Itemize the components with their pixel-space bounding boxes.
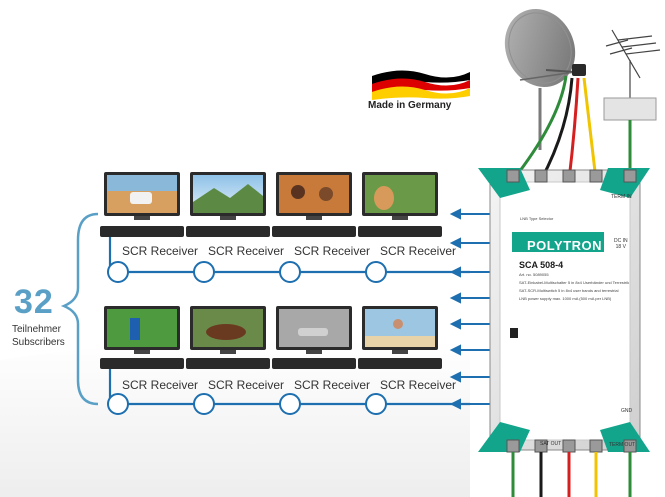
satellite-dish-icon: [504, 9, 586, 150]
receiver-row-top: [100, 226, 442, 237]
output-cables: [511, 452, 632, 497]
outlet-icon: [193, 261, 215, 283]
outlets-bottom: [107, 393, 387, 415]
receiver-label: SCR Receiver: [122, 244, 199, 258]
tv-icon: [362, 172, 438, 220]
receiver-label: SCR Receiver: [208, 244, 285, 258]
gnd-label: GND: [621, 408, 633, 414]
subscribers-label-de: Teilnehmer: [12, 324, 61, 335]
lnb-type-selector-label: LNB Type Selector: [520, 216, 554, 221]
tv-row-bottom: [104, 306, 438, 354]
device-brand: POLYTRON: [527, 238, 603, 253]
receiver-label: SCR Receiver: [380, 378, 457, 392]
connection-arrow-icons: [449, 208, 490, 410]
receiver-box-icon: [358, 226, 442, 237]
device-description-de: SAT-Einkabel-Multischalter 5 in 8x4 User…: [519, 280, 630, 285]
antenna-amplifier: [603, 97, 657, 121]
receiver-label: SCR Receiver: [294, 378, 371, 392]
tv-icon: [276, 172, 352, 220]
receiver-label: SCR Receiver: [208, 378, 285, 392]
tv-icon: [104, 306, 180, 354]
receiver-box-icon: [100, 358, 184, 369]
background-floor: [0, 340, 470, 497]
output-connectors: [506, 439, 637, 453]
device-lnb-power: LNB power supply max. 1000 mA (500 mA pe…: [519, 296, 612, 301]
germany-flag-icon: [372, 70, 470, 100]
tv-icon: [362, 306, 438, 354]
made-in-germany-label: Made in Germany: [368, 100, 452, 111]
outlet-icon: [193, 393, 215, 415]
receiver-box-icon: [186, 226, 270, 237]
outlet-icon: [365, 261, 387, 283]
device-art-no: Art. no. 5089055: [519, 272, 549, 277]
tv-icon: [190, 306, 266, 354]
receiver-box-icon: [358, 358, 442, 369]
receiver-box-icon: [100, 226, 184, 237]
terrestrial-antenna-icon: [605, 29, 661, 100]
subscriber-bracket: [60, 212, 99, 406]
subscriber-count: 32: [14, 283, 54, 321]
sat-out-label: SAT OUT: [540, 441, 562, 447]
device-model: SCA 508-4: [519, 260, 564, 270]
subscribers-label-en: Subscribers: [12, 337, 65, 348]
outlets-top: [107, 261, 387, 283]
receiver-box-icon: [186, 358, 270, 369]
outlet-icon: [279, 393, 301, 415]
tv-row-top: [104, 172, 438, 220]
receiver-box-icon: [272, 358, 356, 369]
dc-in-text: DC IN: [614, 238, 628, 244]
term-in-label: TERM IN: [611, 194, 632, 200]
receiver-label: SCR Receiver: [294, 244, 371, 258]
lnb-cables: [511, 75, 632, 181]
tv-icon: [276, 306, 352, 354]
tv-icon: [190, 172, 266, 220]
tv-icon: [104, 172, 180, 220]
outlet-icon: [107, 393, 129, 415]
receiver-box-icon: [272, 226, 356, 237]
receiver-row-bottom: [100, 358, 442, 369]
dc-voltage-text: 18 V: [615, 244, 626, 250]
outlet-icon: [279, 261, 301, 283]
input-connectors: [506, 169, 637, 183]
receiver-label: SCR Receiver: [122, 378, 199, 392]
device-description-en: SAT-SCR-Multiswitch 5 in 8x4 user bands …: [519, 288, 619, 293]
receiver-label: SCR Receiver: [380, 244, 457, 258]
outlet-icon: [365, 393, 387, 415]
term-out-label: TERM OUT: [609, 442, 636, 448]
outlet-icon: [107, 261, 129, 283]
